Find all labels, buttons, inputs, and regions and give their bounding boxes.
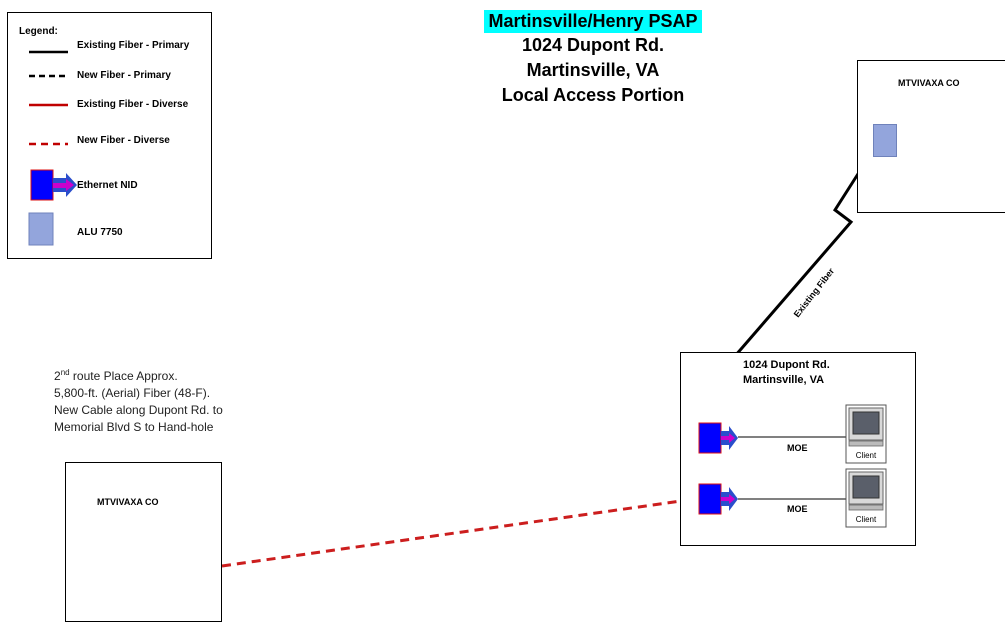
legend-label-existing-diverse: Existing Fiber - Diverse xyxy=(77,99,189,110)
route-note: 2nd route Place Approx. 5,800-ft. (Aeria… xyxy=(54,364,223,436)
route-note-line4: Memorial Blvd S to Hand-hole xyxy=(54,420,214,434)
central-office-top-box: MTVIVAXA CO xyxy=(857,60,1005,213)
legend-swatches xyxy=(28,50,77,246)
ethernet-nid-icon xyxy=(698,483,738,515)
alu-7750-icon xyxy=(873,124,897,157)
diagram-title: Martinsville/Henry PSAP xyxy=(484,10,702,33)
alu-7750-icon xyxy=(28,212,54,246)
site-equipment xyxy=(698,404,887,528)
site-address-line1: 1024 Dupont Rd. xyxy=(743,359,830,371)
central-office-bottom-label: MTVIVAXA CO xyxy=(97,497,159,507)
client-label: Client xyxy=(855,515,877,524)
ethernet-nid-icon xyxy=(30,169,77,201)
computer-icon xyxy=(845,404,887,464)
legend-label-ethernet-nid: Ethernet NID xyxy=(77,180,138,191)
site-address-line2: Martinsville, VA xyxy=(743,374,825,386)
ethernet-nid-icon xyxy=(698,422,738,454)
legend-label-new-diverse: New Fiber - Diverse xyxy=(77,135,170,146)
route-note-line3: New Cable along Dupont Rd. to xyxy=(54,403,223,417)
route-note-line2: 5,800-ft. (Aerial) Fiber (48-F). xyxy=(54,386,211,400)
moe-label: MOE xyxy=(787,443,808,453)
diagram-title-address: 1024 Dupont Rd. xyxy=(521,35,664,55)
customer-site-box: 1024 Dupont Rd. Martinsville, VA xyxy=(680,352,916,546)
central-office-bottom-box: MTVIVAXA CO xyxy=(65,462,222,622)
central-office-top-label: MTVIVAXA CO xyxy=(898,78,960,88)
diagram-title-city: Martinsville, VA xyxy=(526,60,660,80)
moe-label: MOE xyxy=(787,504,808,514)
existing-fiber-primary-line xyxy=(691,151,874,380)
existing-fiber-label: Existing Fiber xyxy=(792,266,837,319)
legend-label-alu-7750: ALU 7750 xyxy=(77,227,123,238)
diagram-title-block: Martinsville/Henry PSAP 1024 Dupont Rd. … xyxy=(430,10,756,108)
legend-label-new-primary: New Fiber - Primary xyxy=(77,70,171,81)
route-note-line1: 2nd route Place Approx. xyxy=(54,368,178,383)
legend-title: Legend: xyxy=(19,26,58,37)
computer-icon xyxy=(845,468,887,528)
diagram-title-portion: Local Access Portion xyxy=(501,85,685,105)
client-label: Client xyxy=(855,451,877,460)
new-fiber-diverse-line xyxy=(221,497,696,568)
legend-box: Legend: Existing Fiber - Primary New Fib… xyxy=(7,12,212,259)
legend-label-existing-primary: Existing Fiber - Primary xyxy=(77,40,190,51)
